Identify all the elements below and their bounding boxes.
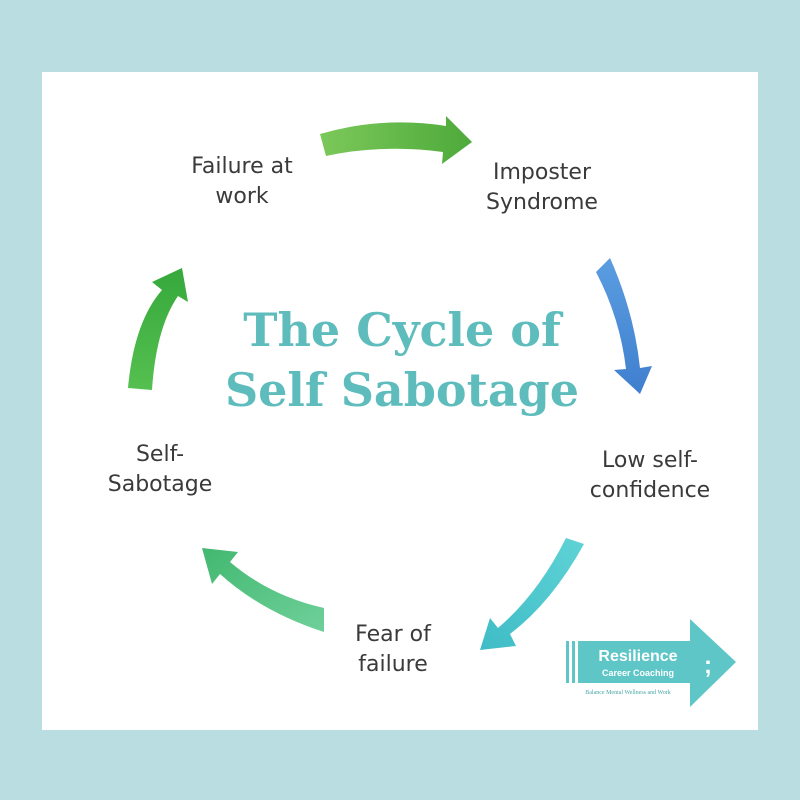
node-imposter-syndrome: Imposter Syndrome xyxy=(467,158,617,218)
diagram-card: Failure at work Imposter Syndrome Low se… xyxy=(42,72,758,730)
node-label: confidence xyxy=(589,478,711,503)
node-label: Failure at xyxy=(191,154,293,179)
arrow-right xyxy=(596,258,652,394)
title-line: The Cycle of xyxy=(243,303,561,357)
node-self-sabotage: Self- Sabotage xyxy=(90,440,230,500)
diagram-title: The Cycle of Self Sabotage xyxy=(192,300,612,420)
node-fear-of-failure: Fear of failure xyxy=(328,620,458,680)
node-label: Self- xyxy=(135,442,185,467)
arrow-bottom-right xyxy=(480,538,584,650)
node-label: failure xyxy=(358,652,428,677)
logo-tagline: Balance Mental Wellness and Work xyxy=(585,690,670,696)
logo-arrow-shape xyxy=(578,619,736,707)
cycle-arrows xyxy=(128,116,652,650)
node-failure-at-work: Failure at work xyxy=(167,152,317,212)
node-label: work xyxy=(215,184,269,209)
node-label: Low self- xyxy=(602,448,698,473)
node-label: Sabotage xyxy=(107,472,213,497)
logo-semicolon-mark: ; xyxy=(704,652,712,679)
logo-subtitle: Career Coaching xyxy=(602,668,674,678)
arrow-left xyxy=(128,268,188,390)
title-line: Self Sabotage xyxy=(224,363,580,417)
node-label: Imposter xyxy=(492,160,591,185)
resilience-logo: Resilience Career Coaching ; Balance Men… xyxy=(566,619,736,707)
logo-name: Resilience xyxy=(598,648,677,665)
arrow-top xyxy=(320,116,472,164)
arrow-bottom-left xyxy=(202,548,324,632)
logo-bar xyxy=(572,641,575,683)
node-label: Fear of xyxy=(355,622,431,647)
node-label: Syndrome xyxy=(486,190,598,215)
node-low-self-confidence: Low self- confidence xyxy=(570,446,730,506)
logo-bar xyxy=(566,641,569,683)
